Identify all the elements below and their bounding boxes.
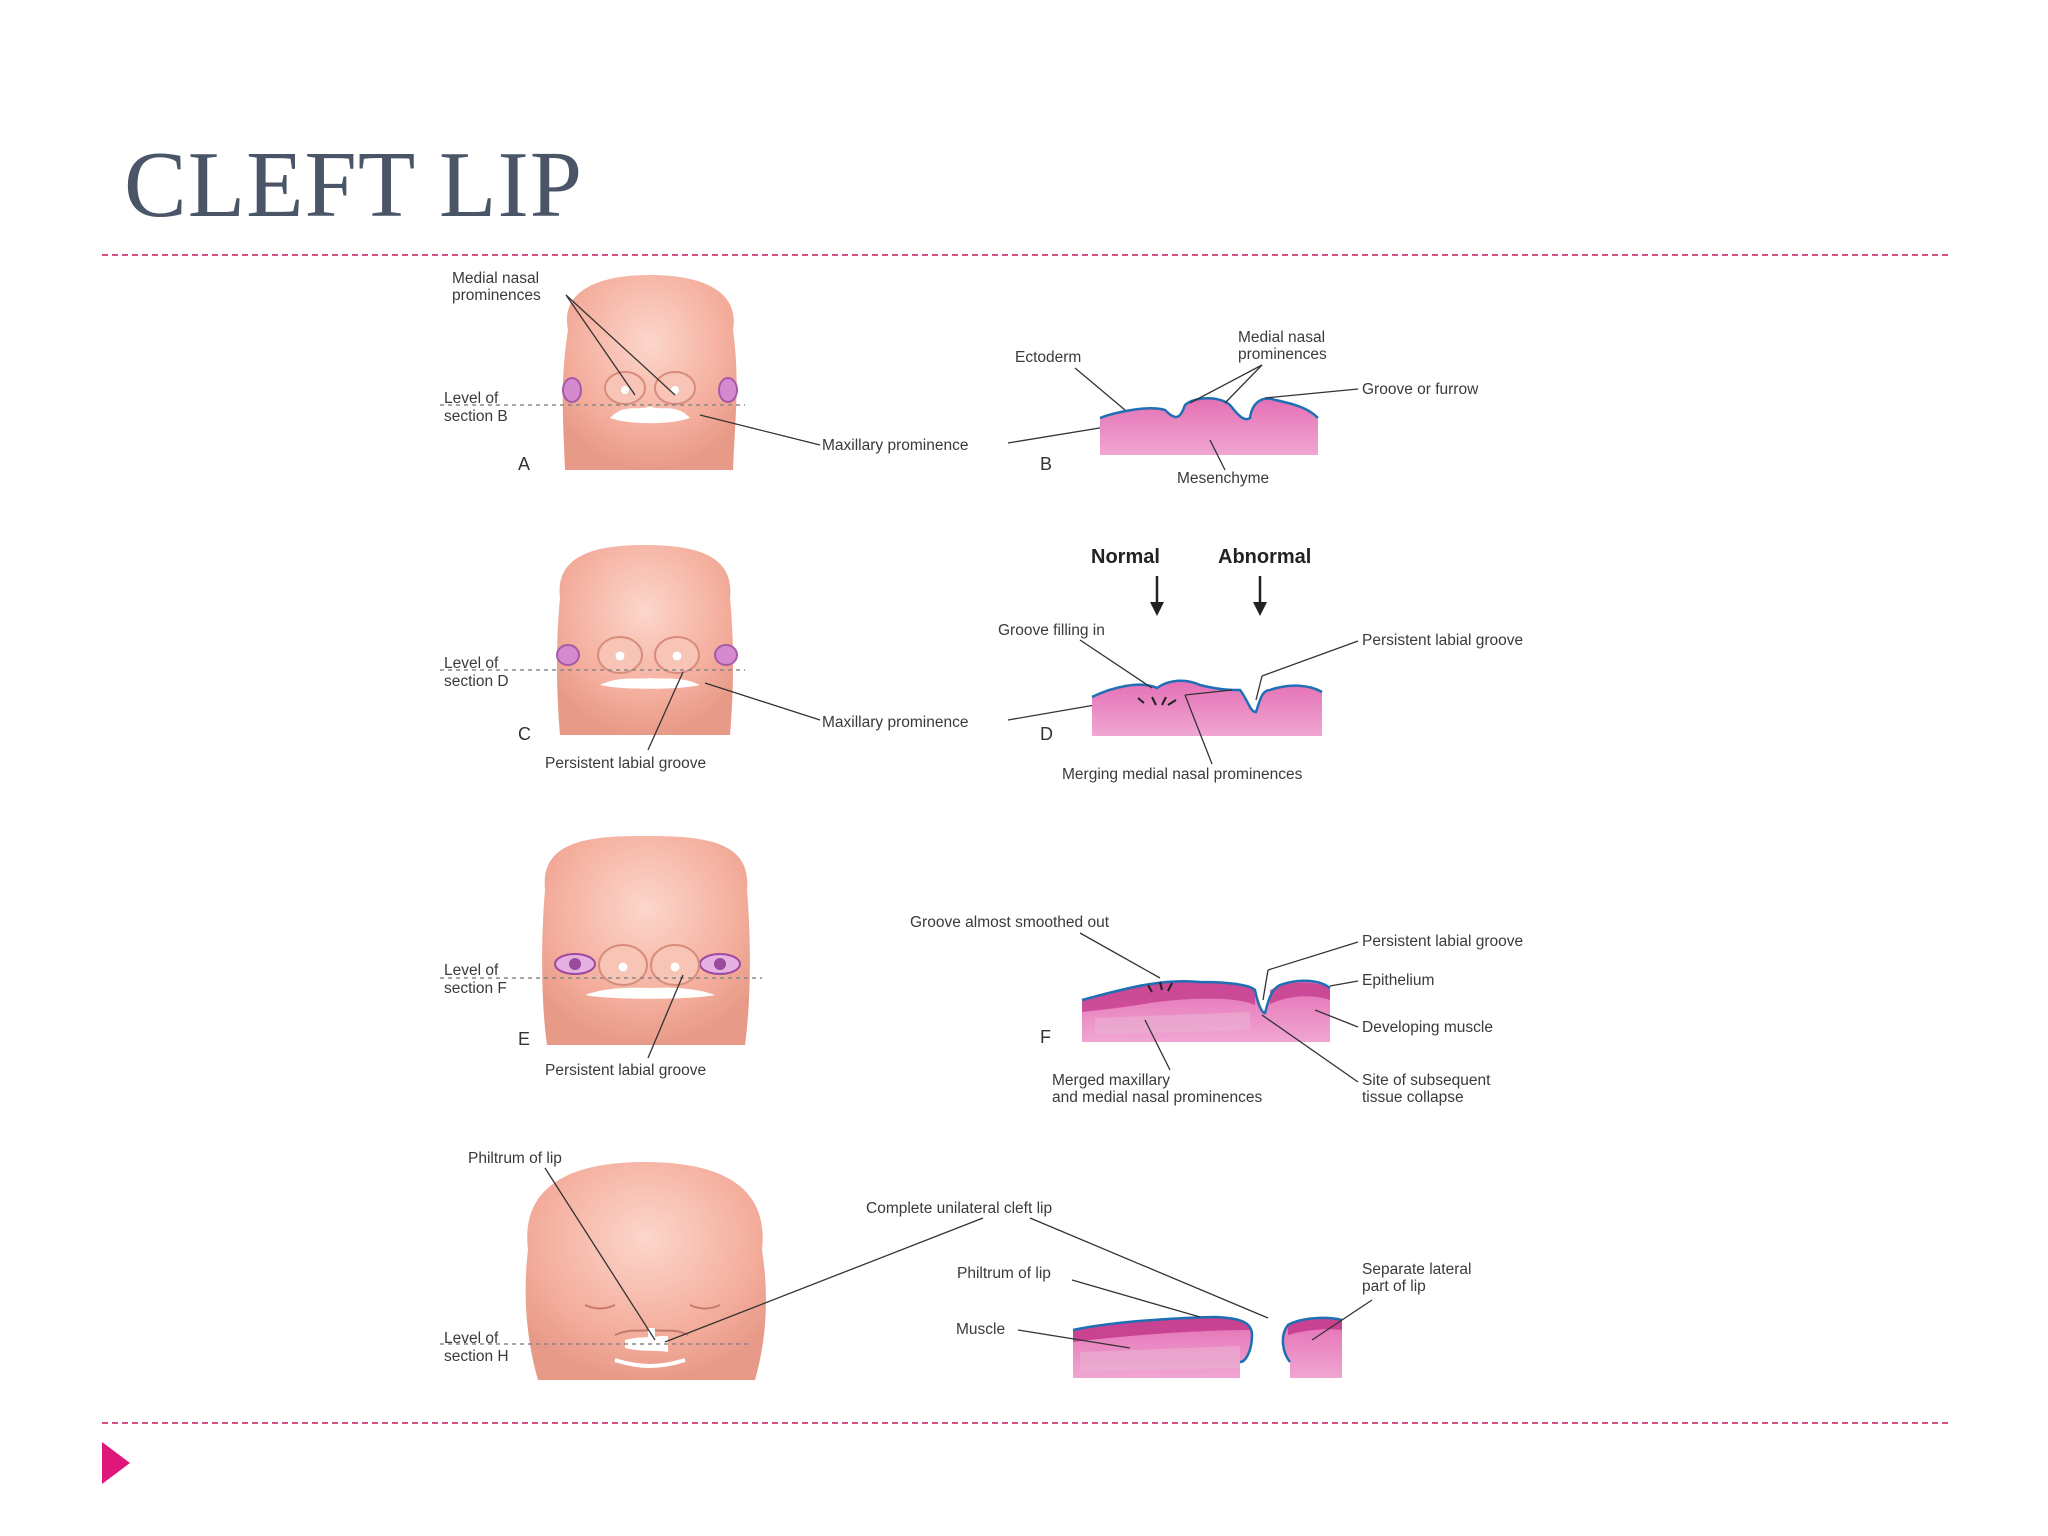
- panel-letter-e: E: [518, 1029, 530, 1049]
- leader-line: [1209, 439, 1226, 471]
- label-separate-lateral: part of lip: [1362, 1278, 1426, 1295]
- leader-line: [1329, 980, 1359, 987]
- panel-letter-f: F: [1040, 1027, 1051, 1047]
- label-merging: Merging medial nasal prominences: [1062, 766, 1303, 783]
- tissue-section-f: [1081, 979, 1331, 1042]
- label-philtrum-g: Philtrum of lip: [468, 1150, 562, 1167]
- leader-line: [647, 974, 684, 1059]
- tissue-section-b: [1099, 397, 1319, 455]
- leader-line: [1224, 364, 1263, 404]
- panel-letter-a: A: [518, 454, 530, 474]
- leader-line: [1267, 941, 1359, 971]
- label-level-d: Level of: [444, 655, 499, 672]
- label-medial-nasal-a: prominences: [452, 287, 541, 304]
- leader-line: [699, 414, 821, 446]
- label-developing-muscle: Developing muscle: [1362, 1019, 1493, 1036]
- leader-line: [704, 682, 821, 721]
- leader-line: [1071, 1279, 1201, 1318]
- tissue-section-h: [1072, 1315, 1343, 1378]
- leader-line: [1314, 1009, 1359, 1028]
- bullet-triangle-icon: [102, 1442, 130, 1484]
- slide-title: CLEFT LIP: [124, 133, 584, 237]
- panel-letter-b: B: [1040, 454, 1052, 474]
- label-separate-lateral: Separate lateral: [1362, 1261, 1471, 1278]
- leader-line: [1079, 639, 1153, 689]
- bottom-divider: [102, 1422, 1948, 1424]
- label-medial-nasal-a: Medial nasal: [452, 270, 539, 287]
- label-level-f: Level of: [444, 962, 499, 979]
- leader-line: [647, 671, 684, 751]
- label-persistent-d: Persistent labial groove: [1362, 632, 1523, 649]
- leader-line: [565, 294, 636, 396]
- top-divider: [102, 254, 1948, 256]
- embryo-face-e: [542, 836, 750, 1045]
- label-merged: Merged maxillary: [1052, 1072, 1170, 1089]
- label-persistent-e: Persistent labial groove: [545, 1062, 706, 1079]
- label-complete-cleft: Complete unilateral cleft lip: [866, 1200, 1052, 1217]
- header-normal: Normal: [1091, 546, 1160, 568]
- label-persistent-f: Persistent labial groove: [1362, 933, 1523, 950]
- label-site-collapse: tissue collapse: [1362, 1089, 1464, 1106]
- label-level-h: Level of: [444, 1330, 499, 1347]
- arrow-normal: [1150, 576, 1164, 616]
- embryo-face-c: [556, 545, 738, 735]
- leader-line: [1184, 689, 1233, 696]
- leader-line: [1017, 1329, 1131, 1349]
- label-maxillary-c: Maxillary prominence: [822, 714, 968, 731]
- label-groove-filling: Groove filling in: [998, 622, 1105, 639]
- panel-letter-d: D: [1040, 724, 1053, 744]
- label-merged: and medial nasal prominences: [1052, 1089, 1262, 1106]
- label-level-h: section H: [444, 1348, 509, 1365]
- label-level-b: Level of: [444, 390, 499, 407]
- label-level-b: section B: [444, 408, 508, 425]
- label-medial-nasal-b: prominences: [1238, 346, 1327, 363]
- label-muscle: Muscle: [956, 1321, 1005, 1338]
- label-level-d: section D: [444, 673, 509, 690]
- leader-line: [1184, 694, 1213, 765]
- label-philtrum-h: Philtrum of lip: [957, 1265, 1051, 1282]
- header-abnormal: Abnormal: [1218, 546, 1311, 568]
- leader-line: [544, 1167, 656, 1341]
- label-epithelium: Epithelium: [1362, 972, 1434, 989]
- label-groove-furrow: Groove or furrow: [1362, 381, 1479, 398]
- label-persistent-c: Persistent labial groove: [545, 755, 706, 772]
- leader-line: [1189, 364, 1263, 404]
- leader-line: [1079, 932, 1161, 979]
- label-medial-nasal-b: Medial nasal: [1238, 329, 1325, 346]
- leader-line: [1255, 675, 1263, 701]
- tissue-section-d: [1091, 679, 1323, 736]
- leader-line: [1262, 969, 1269, 1001]
- leader-line: [1029, 1217, 1269, 1319]
- label-maxillary-a: Maxillary prominence: [822, 437, 968, 454]
- leader-line: [1261, 640, 1359, 677]
- leader-line: [1144, 1019, 1171, 1071]
- leader-line: [1264, 388, 1359, 399]
- leader-line: [1261, 1014, 1359, 1083]
- label-ectoderm: Ectoderm: [1015, 349, 1081, 366]
- leader-line: [1311, 1299, 1373, 1341]
- leader-line: [565, 294, 676, 396]
- leader-line: [1074, 367, 1126, 411]
- arrow-abnormal: [1253, 576, 1267, 616]
- label-mesenchyme: Mesenchyme: [1177, 470, 1269, 487]
- label-level-f: section F: [444, 980, 507, 997]
- label-site-collapse: Site of subsequent: [1362, 1072, 1491, 1089]
- leader-line: [1007, 704, 1096, 721]
- leader-line: [664, 1217, 984, 1343]
- label-groove-smoothed: Groove almost smoothed out: [910, 914, 1110, 931]
- panel-letter-c: C: [518, 724, 531, 744]
